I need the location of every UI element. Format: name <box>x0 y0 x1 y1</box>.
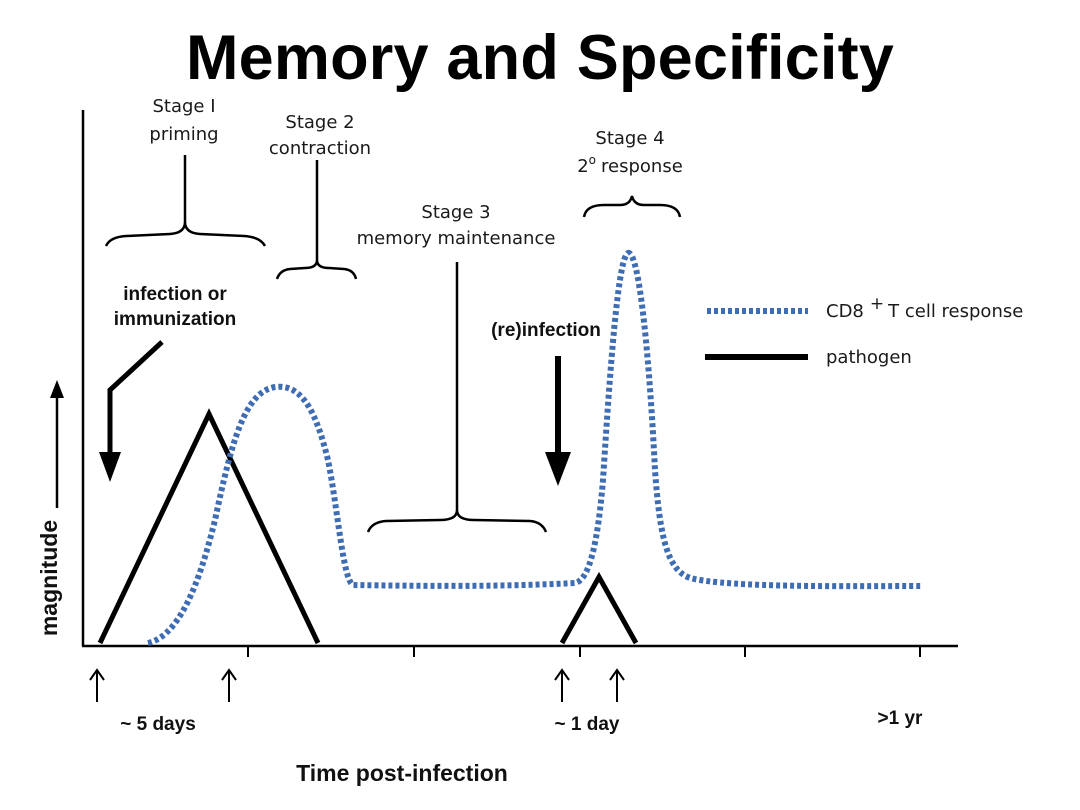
legend-cd8-sup: + <box>870 294 884 314</box>
stage3-subtitle: memory maintenance <box>357 228 556 249</box>
legend-cd8-label: CD8 +T cell response <box>826 294 1023 322</box>
stage4-degree-mark: o <box>589 153 596 167</box>
stage3-title: Stage 3 <box>421 202 490 223</box>
stage2-subtitle: contraction <box>269 138 371 159</box>
legend-cd8-suffix: T cell response <box>887 301 1023 322</box>
slide-title: Memory and Specificity <box>185 23 895 93</box>
pathogen-curve-primary <box>97 408 321 645</box>
x-axis-ticks <box>247 646 921 657</box>
stage1-brace <box>104 155 267 247</box>
stage2-brace <box>275 160 358 280</box>
infection-label-line2: immunization <box>114 309 236 330</box>
reinfection-arrow <box>545 356 571 486</box>
legend-cd8-prefix: CD8 <box>826 301 864 322</box>
tick-label-1-day: ~ 1 day <box>555 714 620 735</box>
stage4-brace <box>582 195 682 218</box>
stage1-title: Stage I <box>152 96 215 117</box>
pathogen-curve-secondary <box>559 571 639 645</box>
stage4-response-word: response <box>601 156 683 177</box>
infection-arrow <box>99 340 164 482</box>
y-axis-label-group: magnitude <box>36 380 64 636</box>
y-axis-label: magnitude <box>36 520 62 636</box>
stage1-subtitle: priming <box>149 124 218 145</box>
x-axis-label: Time post-infection <box>296 760 508 786</box>
stage2-title: Stage 2 <box>285 112 354 133</box>
legend-pathogen-label: pathogen <box>826 347 912 368</box>
infection-label-line1: infection or <box>123 284 227 305</box>
reinfection-label: (re)infection <box>491 320 601 341</box>
stage4-subtitle: 2o response <box>577 153 683 177</box>
cd8-response-curve <box>147 250 923 646</box>
tick-label-5-days: ~ 5 days <box>120 714 196 735</box>
stage4-secondary-num: 2 <box>577 156 588 177</box>
tick-label-1-yr: >1 yr <box>878 708 924 729</box>
y-axis-arrow-head <box>50 380 64 398</box>
time-marker-arrows <box>89 668 625 702</box>
stage4-title: Stage 4 <box>595 128 664 149</box>
stage3-brace <box>366 262 548 533</box>
